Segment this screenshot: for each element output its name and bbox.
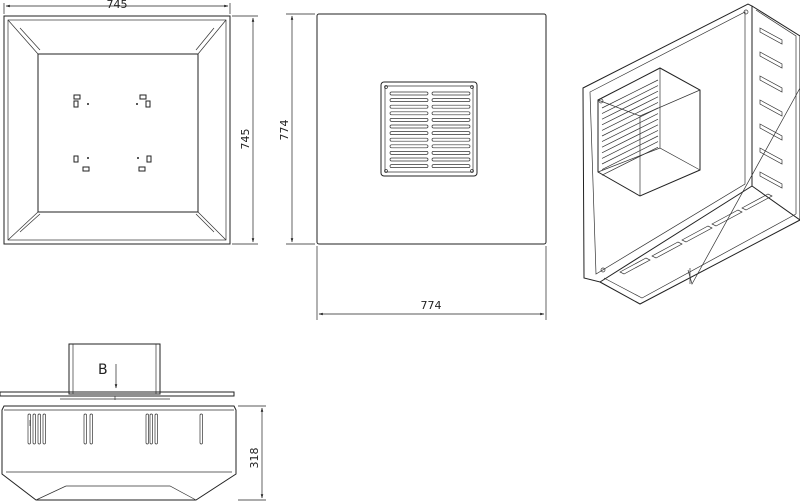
top-view-corner-line (195, 27, 215, 51)
front-view-grille (380, 81, 478, 177)
iso-bottom-box (599, 219, 800, 305)
side-view-flange (0, 391, 235, 397)
top-view-inner-box (37, 53, 199, 213)
side-view-duct (68, 343, 161, 395)
top-view-corner-line (197, 211, 227, 241)
top-view-corner-line (7, 211, 39, 241)
side-view-slots (27, 413, 203, 445)
top-view-corner-line (197, 19, 227, 55)
side-height-dimension: 318 (248, 448, 261, 469)
iso-side-box (751, 5, 800, 221)
top-view-corner-line (7, 19, 39, 55)
iso-duct-box (597, 67, 701, 197)
iso-bottom-slots (619, 193, 773, 275)
front-view-panel (316, 13, 547, 245)
front-view: 774 774 (278, 13, 547, 320)
view-marker-label: B (98, 362, 108, 378)
iso-grille-slats (601, 79, 659, 176)
front-view-grille-slots (389, 91, 471, 168)
top-view-brackets (73, 94, 152, 172)
top-width-dimension: 745 (107, 0, 128, 11)
side-view: B 318 (0, 343, 266, 501)
top-view-corner-line (19, 213, 41, 233)
isometric-view (582, 3, 800, 305)
iso-side-slots (759, 27, 783, 189)
top-view-flange (7, 19, 227, 241)
iso-front-panel (582, 3, 753, 283)
top-view-corner-line (19, 27, 41, 51)
top-view-corner-line (195, 213, 215, 233)
top-view: 745 745 (3, 0, 258, 245)
top-view-outer-frame (3, 15, 231, 245)
front-height-dimension: 774 (278, 120, 291, 141)
top-height-dimension: 745 (239, 129, 252, 150)
front-width-dimension: 774 (421, 299, 442, 312)
